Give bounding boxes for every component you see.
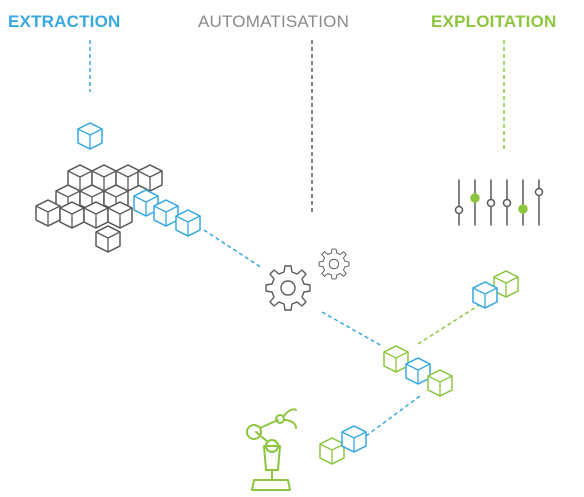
gears-icon: [265, 248, 350, 311]
blue-cube-icon: [77, 122, 103, 150]
title-automatisation: AUTOMATISATION: [198, 12, 350, 31]
cube-cluster-icon: [383, 345, 453, 397]
connector-cubes-to-pair-bottom: [365, 395, 421, 437]
sliders-icon: [454, 179, 544, 226]
connector-cubes-to-pair-top: [417, 301, 485, 345]
connector-gears-to-cubes: [321, 311, 383, 347]
cube-pair-icon: [472, 270, 519, 309]
connector-extraction-to-gears: [203, 229, 263, 269]
blue-cube-row-icon: [133, 189, 201, 237]
robot-arm-icon: [246, 408, 297, 491]
title-extraction: EXTRACTION: [8, 12, 121, 31]
cube-pair-bottom-icon: [319, 425, 367, 465]
title-exploitation: EXPLOITATION: [431, 12, 557, 31]
